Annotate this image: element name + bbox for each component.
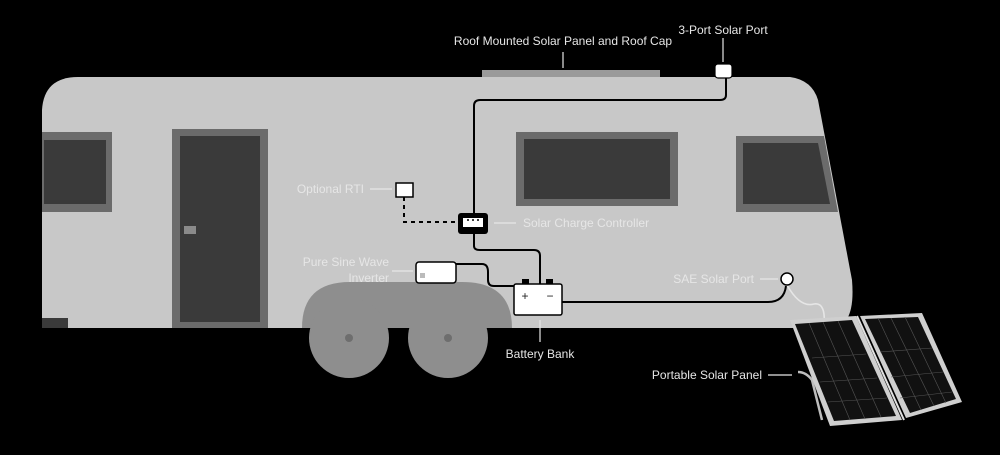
left-window-glass [44,140,106,204]
panel-hinge [856,315,905,421]
charge-controller-led-2 [472,219,474,221]
label-portable-panel: Portable Solar Panel [652,368,762,382]
wheel-right-hub [444,334,452,342]
panel-cell-grid [808,316,953,421]
wire-controller-to-battery [473,234,541,284]
three-port-solar-port [714,63,733,79]
door-handle [184,226,196,234]
panel-stand-leg [797,370,824,421]
label-inverter-line1: Pure Sine Wave [303,255,390,269]
optional-rti-box [395,182,414,198]
label-battery-bank: Battery Bank [506,347,576,361]
label-sae-port: SAE Solar Port [673,272,754,286]
wheel-left-hub [345,334,353,342]
battery-terminal-positive [522,279,529,285]
inverter-outlet [420,273,425,278]
panel-cells-right [865,317,956,413]
roof-solar-panel [482,70,660,79]
panel-cells-left [795,320,896,421]
wire-rti-to-controller [403,197,458,223]
label-three-port: 3-Port Solar Port [678,23,768,37]
battery-terminal-negative [546,279,553,285]
wire-inverter-to-battery [456,263,516,287]
rear-bumper [42,318,68,328]
wire-roof-to-controller [473,78,727,216]
wire-sae-port-to-portable-panel [786,284,826,327]
wire-battery-to-sae-port [562,285,787,303]
label-roof-panel: Roof Mounted Solar Panel and Roof Cap [454,34,672,48]
label-inverter-line2: Inverter [348,271,389,285]
label-charge-controller: Solar Charge Controller [523,216,649,230]
front-window-glass [743,143,830,204]
charge-controller-led-3 [477,219,479,221]
battery-bank [513,283,563,316]
battery-positive-symbol: + [521,289,528,303]
charge-controller-led-1 [467,219,469,221]
sae-solar-port [780,272,794,286]
portable-solar-panel [790,313,962,426]
label-optional-rti: Optional RTI [297,182,364,196]
battery-negative-symbol: − [546,289,553,303]
pure-sine-wave-inverter [415,261,457,284]
charge-controller-screen [463,218,483,227]
middle-window-glass [524,139,670,199]
